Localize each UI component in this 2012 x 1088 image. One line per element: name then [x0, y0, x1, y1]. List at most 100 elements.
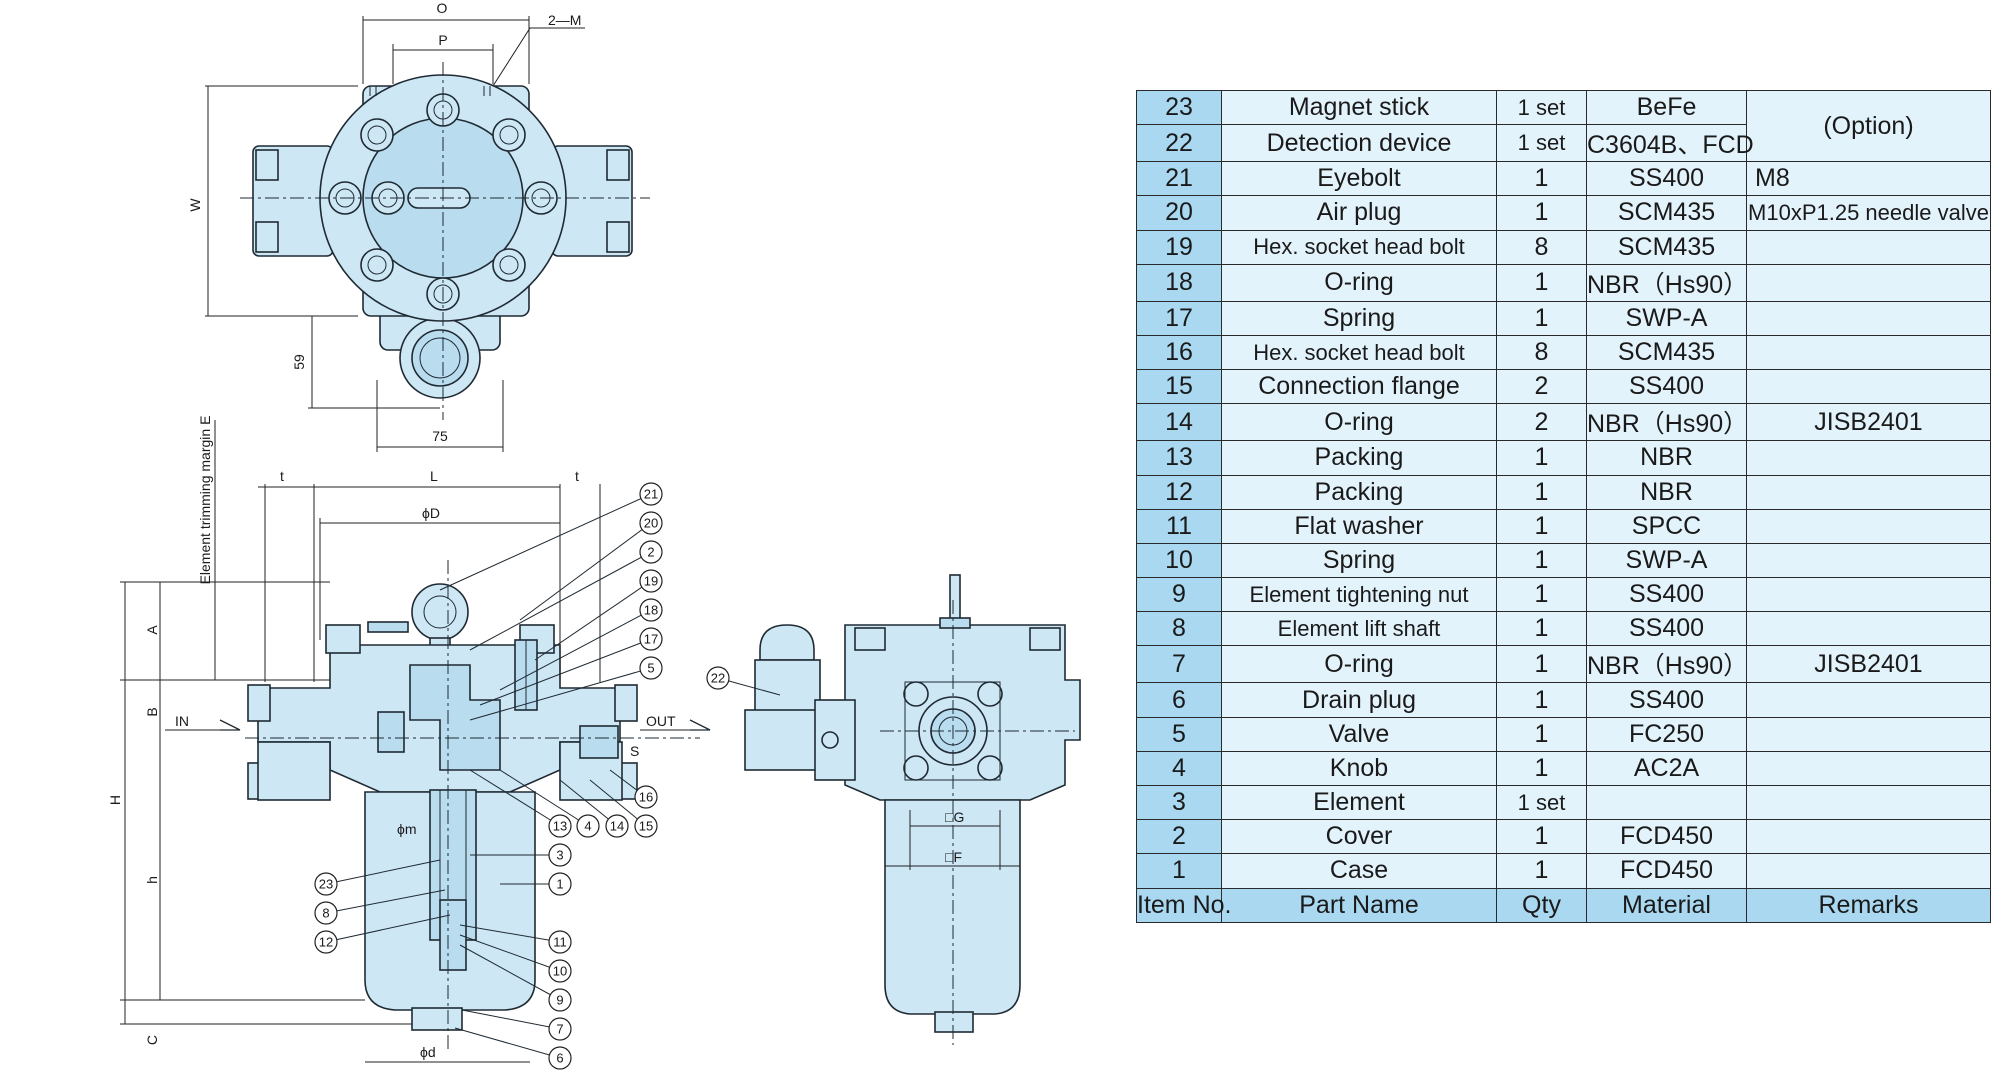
cell-item-no: 20 — [1136, 195, 1222, 231]
callout-6: 6 — [556, 1051, 563, 1066]
callout-7: 7 — [556, 1022, 563, 1037]
cell-item-no: 2 — [1136, 819, 1222, 855]
side-view: □G □F — [744, 574, 1081, 1045]
cell-remarks — [1746, 508, 1991, 544]
cell-part-name: Magnet stick — [1221, 89, 1497, 126]
label-in: IN — [175, 713, 189, 729]
cell-material: NBR（Hs90） — [1586, 263, 1748, 302]
cell-material: SS400 — [1586, 577, 1747, 613]
cell-part-name: O-ring — [1221, 403, 1497, 442]
cell-material: C3604B、FCD — [1586, 124, 1754, 163]
dim-75: 75 — [432, 428, 448, 444]
dim-S: S — [630, 743, 639, 759]
label-out: OUT — [646, 713, 676, 729]
cell-remarks: M10xP1.25 needle valve — [1746, 195, 1991, 231]
dim-C: C — [144, 1035, 160, 1045]
callout-12: 12 — [319, 935, 333, 950]
cell-material: SS400 — [1586, 161, 1747, 197]
callout-19: 19 — [644, 574, 658, 589]
cell-qty: 1 — [1496, 300, 1587, 336]
cell-item-no: 8 — [1136, 611, 1222, 647]
header-qty: Qty — [1496, 887, 1587, 923]
cell-item-no: 12 — [1136, 474, 1222, 510]
cell-item-no: 4 — [1136, 750, 1222, 787]
cell-qty: 1 — [1496, 716, 1587, 752]
callout-16: 16 — [639, 790, 653, 805]
cell-item-no: 18 — [1136, 263, 1222, 302]
dim-B: B — [144, 707, 160, 716]
cell-qty: 1 — [1496, 611, 1587, 647]
cell-material: NBR — [1586, 440, 1747, 476]
dim-P: P — [438, 32, 447, 48]
cell-qty: 1 — [1496, 819, 1587, 855]
cell-item-no: 6 — [1136, 682, 1222, 718]
front-section-view: t t L ϕD Element trimming margin E A B H… — [107, 416, 711, 1063]
dim-h: h — [144, 876, 160, 884]
cell-item-no: 19 — [1136, 229, 1222, 265]
cell-material: BeFe — [1586, 89, 1747, 126]
cell-part-name: Hex. socket head bolt — [1221, 334, 1497, 371]
cell-part-name: O-ring — [1221, 263, 1497, 302]
top-view: O P 2—M W 59 75 — [187, 0, 650, 452]
callout-5: 5 — [647, 661, 654, 676]
cell-part-name: Element lift shaft — [1221, 611, 1497, 647]
cell-qty: 1 — [1496, 542, 1587, 579]
cell-qty: 1 — [1496, 853, 1587, 889]
callout-18: 18 — [644, 603, 658, 618]
cell-remarks — [1746, 577, 1991, 613]
callout-2: 2 — [647, 545, 654, 560]
cell-material: AC2A — [1586, 750, 1747, 787]
dim-L: L — [430, 468, 438, 484]
callout-13: 13 — [553, 819, 567, 834]
cell-qty: 2 — [1496, 369, 1587, 405]
cell-part-name: Valve — [1221, 716, 1497, 752]
cell-qty: 1 set — [1496, 124, 1587, 163]
cell-item-no: 7 — [1136, 645, 1222, 684]
dim-H: H — [107, 795, 123, 805]
cell-qty: 1 — [1496, 474, 1587, 510]
cell-qty: 1 — [1496, 577, 1587, 613]
cell-item-no: 14 — [1136, 403, 1222, 442]
cell-material: SS400 — [1586, 682, 1747, 718]
cell-qty: 1 set — [1496, 784, 1587, 821]
cell-material: SCM435 — [1586, 195, 1747, 231]
cell-part-name: Case — [1221, 853, 1497, 889]
cell-item-no: 9 — [1136, 577, 1222, 613]
cell-remarks: JISB2401 — [1746, 645, 1991, 684]
cell-remarks — [1746, 369, 1991, 405]
cell-material: NBR（Hs90） — [1586, 403, 1748, 442]
cell-part-name: Eyebolt — [1221, 161, 1497, 197]
callout-15: 15 — [639, 819, 653, 834]
cell-remarks — [1746, 682, 1991, 718]
cell-part-name: Knob — [1221, 750, 1497, 787]
cell-remarks — [1746, 300, 1991, 336]
cell-qty: 8 — [1496, 229, 1587, 265]
callout-14: 14 — [610, 819, 624, 834]
cell-remarks — [1746, 440, 1991, 476]
callout-21: 21 — [644, 487, 658, 502]
callout-4: 4 — [584, 819, 591, 834]
callout-9: 9 — [556, 993, 563, 1008]
cell-remarks: JISB2401 — [1746, 403, 1991, 442]
cell-item-no: 21 — [1136, 161, 1222, 197]
cell-qty: 2 — [1496, 403, 1587, 442]
cell-item-no: 13 — [1136, 440, 1222, 476]
callout-3: 3 — [556, 848, 563, 863]
cell-part-name: Element — [1221, 784, 1497, 821]
cell-item-no: 10 — [1136, 542, 1222, 579]
cell-qty: 1 — [1496, 682, 1587, 718]
cell-remarks — [1746, 716, 1991, 752]
cell-material: FCD450 — [1586, 819, 1747, 855]
callout-23: 23 — [319, 877, 333, 892]
cell-remarks — [1746, 784, 1991, 821]
callout-8: 8 — [322, 906, 329, 921]
